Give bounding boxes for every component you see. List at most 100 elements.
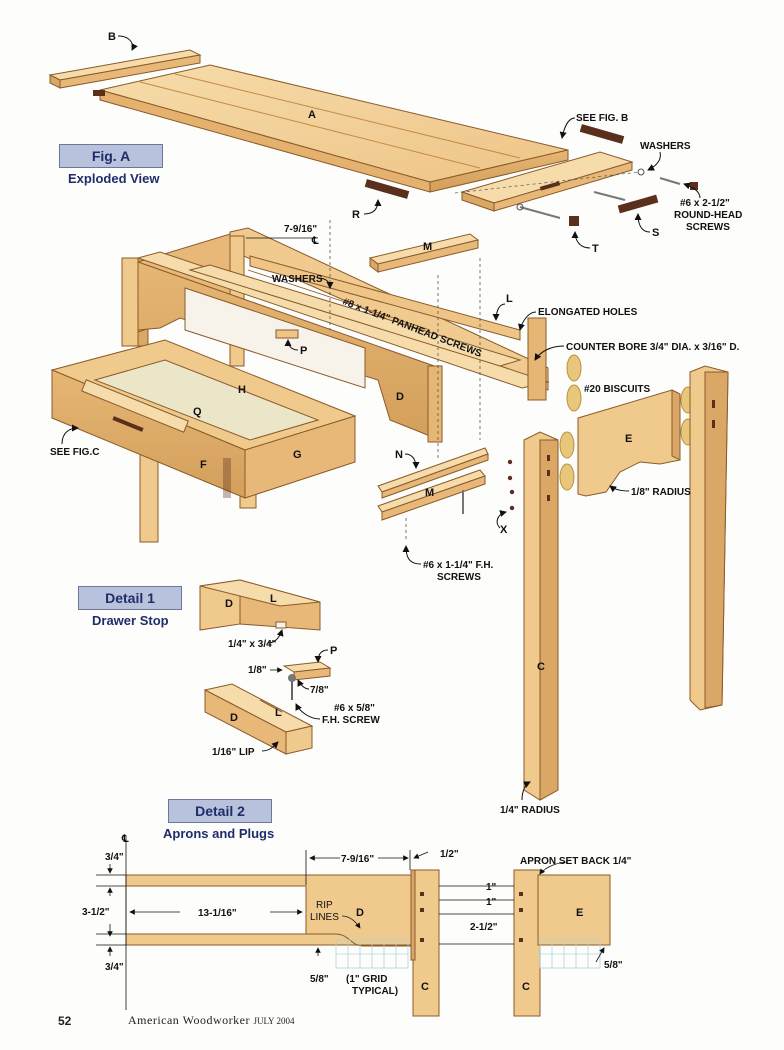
part-label-m-top: M xyxy=(423,241,432,253)
detail2-dim-1-2: 1/2" xyxy=(440,849,459,860)
detail1-stop-p xyxy=(282,661,332,700)
detail2-dim-3-4-bottom: 3/4" xyxy=(105,962,124,973)
part-r-block xyxy=(364,179,410,199)
part-s-block xyxy=(617,194,659,214)
detail2-dim-1-a: 1" xyxy=(486,882,497,893)
detail2-dim-3-1-2: 3-1/2" xyxy=(82,907,110,918)
round-head-screw xyxy=(659,177,681,185)
detail2-title: Detail 2 xyxy=(168,799,272,823)
callout-round-head-1: #6 x 2-1/2" xyxy=(680,198,730,209)
detail1-label-d-top: D xyxy=(225,598,233,610)
detail2-label-d: D xyxy=(356,907,364,919)
fig-b-block xyxy=(579,124,625,144)
part-label-s: S xyxy=(652,227,659,239)
detail2-apron-setback: APRON SET BACK 1/4" xyxy=(520,856,632,867)
fig-a-subtitle: Exploded View xyxy=(68,171,160,186)
leg-c-right xyxy=(689,365,729,711)
callout-round-head-3: SCREWS xyxy=(686,222,730,233)
detail1-label-l-top: L xyxy=(270,593,277,605)
part-label-l: L xyxy=(506,293,513,305)
detail2-label-c-right: C xyxy=(522,981,530,993)
detail1-label-p: P xyxy=(330,645,337,657)
issue-date: JULY 2004 xyxy=(253,1016,295,1026)
callout-washers-mid: WASHERS xyxy=(272,274,323,285)
part-label-f: F xyxy=(200,459,207,471)
callout-round-head-2: ROUND-HEAD xyxy=(674,210,742,221)
detail2-label-e: E xyxy=(576,907,583,919)
callout-fh-screws-1: #6 x 1-1/4" F.H. xyxy=(423,560,494,571)
detail1-dim-quarter: 1/4" x 3/4" xyxy=(228,639,277,650)
publication-title: American Woodworker xyxy=(128,1013,250,1027)
part-label-c: C xyxy=(537,661,545,673)
detail1-label-d-bottom: D xyxy=(230,712,238,724)
part-label-a: A xyxy=(308,109,316,121)
part-label-t: T xyxy=(592,243,599,255)
part-label-q: Q xyxy=(193,406,202,418)
leg-c-front xyxy=(523,431,559,801)
detail2-dim-13-1-16: 13-1/16" xyxy=(198,908,237,919)
detail1-upper xyxy=(199,579,321,631)
round-head-screw xyxy=(519,206,561,219)
part-label-m-bottom: M xyxy=(425,487,434,499)
callout-see-fig-b: SEE FIG. B xyxy=(576,113,628,124)
breadboard-right xyxy=(460,151,634,212)
apron-n xyxy=(377,447,489,499)
detail2-dim-7-9-16: 7-9/16" xyxy=(341,854,374,865)
apron-e xyxy=(577,389,681,497)
drawer xyxy=(50,339,357,499)
detail2-dim-5-8-right: 5/8" xyxy=(604,960,623,971)
detail2-label-c-left: C xyxy=(421,981,429,993)
detail2-apron-d xyxy=(125,874,414,947)
washer-block xyxy=(690,182,698,190)
tabletop-a xyxy=(93,64,569,193)
detail2-leg-left xyxy=(410,869,440,1017)
callout-dim-7-9-16: 7-9/16" xyxy=(284,224,317,235)
detail1-screw-1: #6 x 5/8" xyxy=(334,703,375,714)
round-head-screw xyxy=(593,191,626,201)
detail2-leg-right xyxy=(513,869,541,1017)
detail2-rip-lines-2: LINES xyxy=(310,912,339,923)
detail1-subtitle: Drawer Stop xyxy=(92,613,169,628)
detail2-dim-2-1-2: 2-1/2" xyxy=(470,922,498,933)
part-label-r: R xyxy=(352,209,360,221)
detail1-screw-2: F.H. SCREW xyxy=(322,715,380,726)
detail2-grid-1: (1" GRID xyxy=(346,974,387,985)
detail2-dim-3-4-top: 3/4" xyxy=(105,852,124,863)
part-t-block xyxy=(569,216,579,226)
detail2-grid-2: TYPICAL) xyxy=(352,986,398,997)
part-label-e: E xyxy=(625,433,632,445)
part-label-h: H xyxy=(238,384,246,396)
apron-m-bottom xyxy=(377,469,486,521)
detail1-dim-seven-eighths: 7/8" xyxy=(310,685,329,696)
breadboard-b xyxy=(48,49,202,89)
callout-centerline: ℄ xyxy=(311,236,319,247)
part-label-x: X xyxy=(500,524,508,536)
detail2-rip-lines-1: RIP xyxy=(316,900,333,911)
part-p-block xyxy=(275,329,299,339)
publication-name: American Woodworker JULY 2004 xyxy=(128,1013,294,1028)
part-label-d: D xyxy=(396,391,404,403)
table-base xyxy=(121,227,550,543)
detail1-label-l-bottom: L xyxy=(275,707,282,719)
callout-biscuits: #20 BISCUITS xyxy=(584,384,650,395)
part-label-p: P xyxy=(300,345,307,357)
detail1-title: Detail 1 xyxy=(78,586,182,610)
callout-see-fig-c: SEE FIG.C xyxy=(50,447,99,458)
fig-a-title: Fig. A xyxy=(59,144,163,168)
apron-m-top xyxy=(368,233,480,273)
callout-radius-1-8: 1/8" RADIUS xyxy=(631,487,691,498)
detail2-grid-left xyxy=(335,939,409,969)
detail2-dim-5-8-left: 5/8" xyxy=(310,974,329,985)
callout-radius-1-4: 1/4" RADIUS xyxy=(500,805,560,816)
detail2-centerline: ℄ xyxy=(121,834,129,845)
callout-counter-bore: COUNTER BORE 3/4" DIA. x 3/16" D. xyxy=(566,342,740,353)
detail1-dim-eighth: 1/8" xyxy=(248,665,267,676)
detail2-grid-right xyxy=(539,939,601,969)
page-number: 52 xyxy=(58,1014,72,1028)
part-label-n: N xyxy=(395,449,403,461)
callout-fh-screws-2: SCREWS xyxy=(437,572,481,583)
part-label-b: B xyxy=(108,31,116,43)
part-label-g: G xyxy=(293,449,302,461)
callout-elongated-holes: ELONGATED HOLES xyxy=(538,307,638,318)
